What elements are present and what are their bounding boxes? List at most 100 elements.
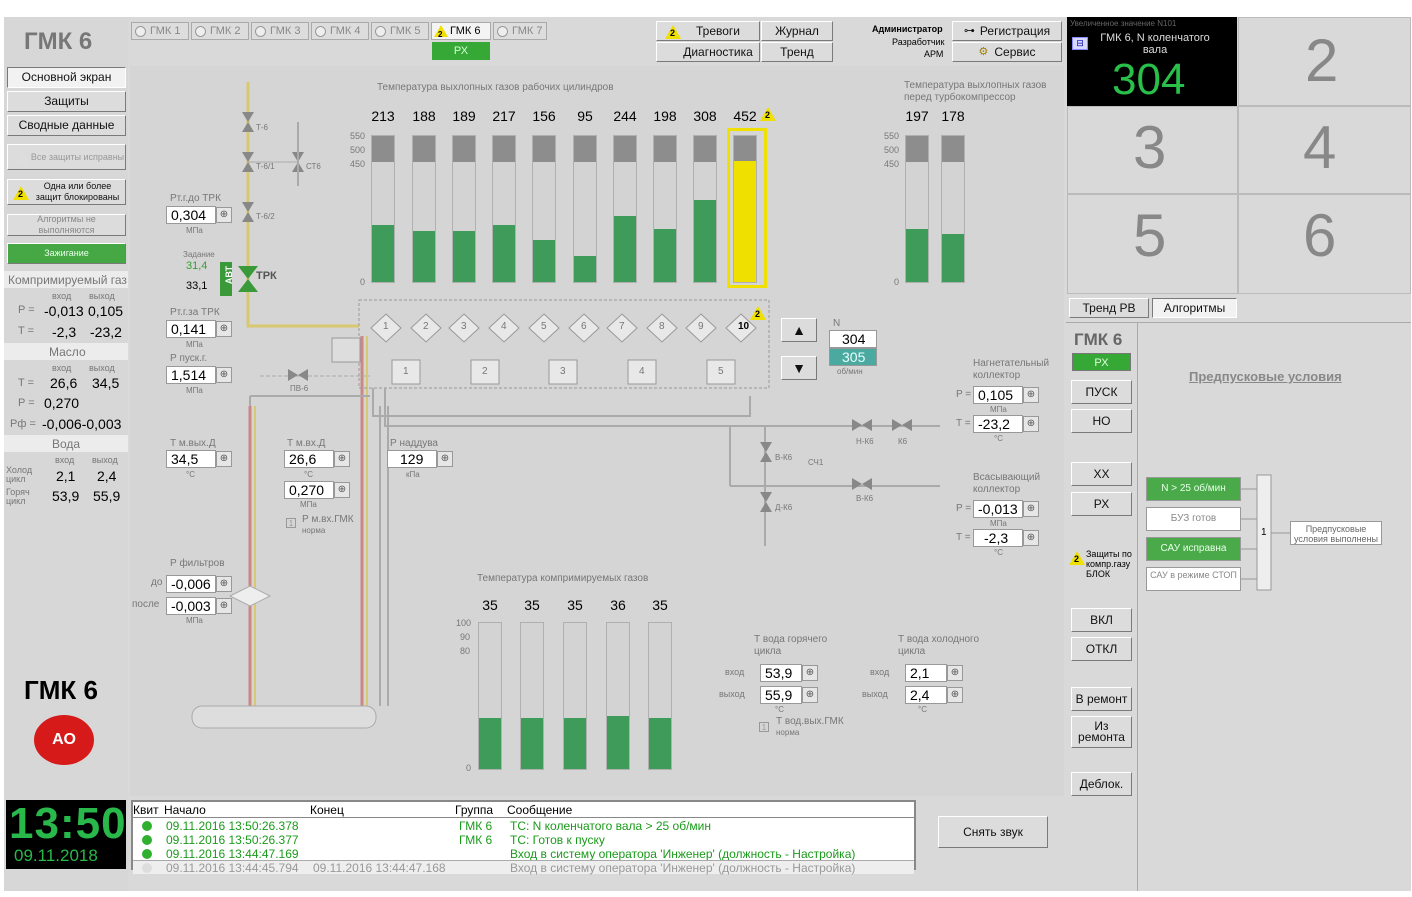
t-m-vh-label: Т м.вх.Д: [287, 438, 326, 449]
no-button[interactable]: НО: [1071, 409, 1132, 433]
turbo-bar-limit: [942, 136, 964, 162]
exhaust-warning-icon: 2: [760, 107, 776, 121]
protections-button[interactable]: Защиты: [7, 91, 126, 112]
trend-button[interactable]: Тренд: [761, 42, 833, 62]
off-button[interactable]: ОТКЛ: [1071, 637, 1132, 661]
exhaust-temp-value: 213: [371, 108, 395, 124]
hot-out-value: 55,9: [760, 686, 802, 704]
slot-2[interactable]: [1238, 17, 1411, 106]
zoom-icon[interactable]: ⊕: [947, 687, 963, 703]
comp-gas-temp-value: 36: [610, 597, 626, 613]
log-divider: [133, 817, 914, 818]
water-cold-in: 2,1: [56, 468, 76, 484]
service-button[interactable]: ⚙Сервис: [952, 42, 1062, 62]
n-label: N: [833, 318, 841, 329]
p-filt-label: Р фильтров: [170, 558, 225, 569]
main-screen-button[interactable]: Основной экран: [7, 67, 126, 88]
prestart-title[interactable]: Предпусковые условия: [1189, 369, 1342, 384]
zoom-icon[interactable]: ⊕: [334, 451, 350, 467]
zoom-icon[interactable]: ⊕: [1023, 416, 1039, 432]
zoom-icon[interactable]: ⊕: [216, 367, 232, 383]
mode-badge: РХ: [432, 42, 490, 60]
slot-5-number: 5: [1133, 202, 1167, 269]
slot-3[interactable]: [1067, 106, 1238, 194]
tab-algorithms[interactable]: Алгоритмы: [1152, 298, 1237, 318]
tab-gmk-4[interactable]: ГМК 4: [311, 22, 369, 40]
on-button[interactable]: ВКЛ: [1071, 608, 1132, 632]
zoom-icon[interactable]: ⊕: [216, 576, 232, 592]
zoom-icon[interactable]: ⊕: [1023, 387, 1039, 403]
tab-trend-rv[interactable]: Тренд РВ: [1069, 298, 1149, 318]
xx-button[interactable]: ХХ: [1071, 462, 1132, 486]
slot-6[interactable]: [1238, 194, 1411, 294]
zoom-icon[interactable]: ⊕: [216, 207, 232, 223]
comp-scale-100: 100: [456, 618, 472, 628]
turbo-scale-450: 450: [884, 159, 900, 169]
slot-6-number: 6: [1303, 202, 1337, 269]
deblock-button[interactable]: Деблок.: [1071, 772, 1132, 796]
zoom-icon[interactable]: ⊕: [216, 451, 232, 467]
tab-gmk-7[interactable]: ГМК 7: [493, 22, 547, 40]
to-repair-button[interactable]: В ремонт: [1071, 687, 1132, 711]
zoom-icon[interactable]: ⊕: [216, 598, 232, 614]
cold-water-title: Т вода холодного цикла: [898, 634, 980, 657]
start-button[interactable]: ПУСК: [1071, 380, 1132, 404]
speed-up-button[interactable]: ▲: [781, 318, 817, 342]
oil-title: Масло: [49, 345, 86, 359]
exhaust-bar-limit: [694, 136, 716, 162]
journal-button[interactable]: Журнал: [761, 21, 833, 41]
zoom-icon[interactable]: ⊕: [1023, 530, 1039, 546]
tab-gmk-5[interactable]: ГМК 5: [371, 22, 429, 40]
zoom-icon[interactable]: ⊕: [334, 482, 350, 498]
vs-t-value: -2,3: [973, 529, 1023, 547]
zoom-icon[interactable]: ⊕: [1023, 501, 1039, 517]
tab-gmk-2[interactable]: ГМК 2: [191, 22, 249, 40]
valve-label-nk6: Н-К6: [856, 437, 874, 446]
cylinder-label: 5: [541, 321, 547, 332]
registration-button[interactable]: ⊶Регистрация: [952, 21, 1062, 41]
right-gmk-title: ГМК 6: [1074, 330, 1123, 349]
norm-indicator: 1: [286, 518, 296, 528]
warning-icon: 2: [665, 25, 681, 39]
zoom-icon[interactable]: ⊕: [802, 687, 818, 703]
exhaust-scale-450: 450: [350, 159, 366, 169]
exhaust-bar-fill: [372, 225, 394, 282]
mute-sound-button[interactable]: Снять звук: [938, 816, 1048, 848]
tab-gmk-1[interactable]: ГМК 1: [131, 22, 189, 40]
exhaust-temp-value: 188: [412, 108, 436, 124]
water-cold-label: Холод цикл: [6, 465, 33, 484]
zoom-icon[interactable]: ⊕: [437, 451, 453, 467]
zoom-icon[interactable]: ⊕: [802, 665, 818, 681]
slot-5[interactable]: [1067, 194, 1238, 294]
ao-indicator[interactable]: АО: [34, 715, 94, 765]
tab-gmk-3[interactable]: ГМК 3: [251, 22, 309, 40]
summary-button[interactable]: Сводные данные: [7, 115, 126, 136]
log-row-selected[interactable]: [133, 860, 914, 874]
clock-date: 09.11.2018: [14, 846, 98, 865]
rx-button[interactable]: РХ: [1071, 492, 1132, 516]
gas-section-header: [4, 271, 128, 288]
exhaust-bar-fill: [654, 229, 676, 282]
ignition-button[interactable]: Зажигание: [7, 243, 126, 264]
p-nadd-label: Р наддува: [390, 438, 438, 449]
zoom-icon[interactable]: ⊕: [216, 321, 232, 337]
zoom-icon[interactable]: ⊕: [947, 665, 963, 681]
comp-scale-90: 90: [460, 632, 471, 642]
p-nadd-unit: кПа: [406, 470, 420, 479]
n-setpoint: 305: [829, 348, 877, 366]
slot-4[interactable]: [1238, 106, 1411, 194]
cylinder-warning-icon: 2: [750, 306, 766, 320]
log-message: ТС: Готов к пуску: [510, 833, 605, 847]
from-repair-button[interactable]: Из ремонта: [1071, 716, 1132, 748]
diagnostics-button[interactable]: Диагностика: [656, 42, 760, 62]
speed-down-button[interactable]: ▼: [781, 356, 817, 380]
compressor-label: 4: [639, 366, 645, 377]
radio-icon: [497, 26, 508, 37]
vs-t-label: T =: [956, 532, 971, 543]
gas-p-out: 0,105: [88, 303, 124, 319]
radio-icon: [375, 26, 386, 37]
chart-icon[interactable]: ⊟: [1072, 37, 1088, 50]
